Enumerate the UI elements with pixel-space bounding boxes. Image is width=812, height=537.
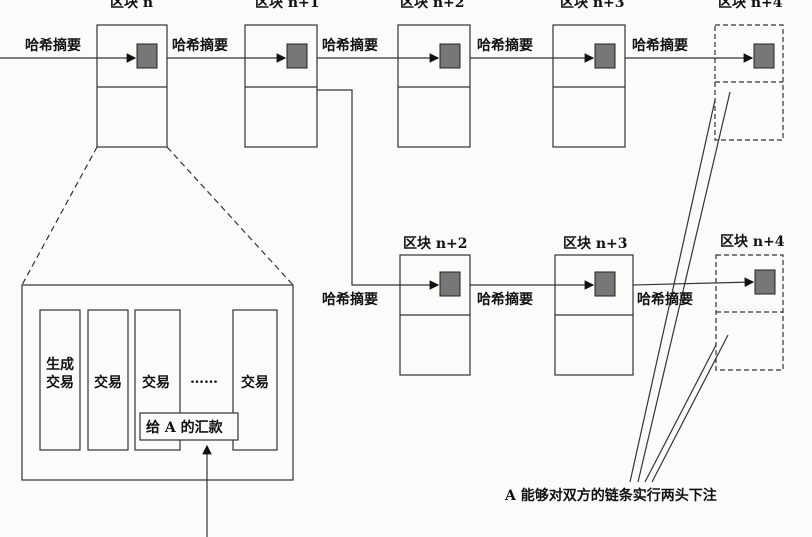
block-n3 (552, 24, 626, 148)
block-label: 区块 n+2 (403, 236, 468, 252)
hash-square (439, 43, 461, 69)
hash-label: 哈希摘要 (477, 291, 533, 308)
hash-square (594, 271, 616, 297)
hash-square (439, 271, 461, 297)
tx-label: 交易 (142, 374, 170, 391)
hash-label: 哈希摘要 (172, 37, 228, 54)
hash-square (286, 43, 308, 69)
double-spend-annotation: A 能够对双方的链条实行两头下注 (504, 487, 717, 504)
ellipsis: …… (190, 371, 218, 387)
block-label: 区块 n+3 (560, 0, 625, 11)
payment-to-a-label: 给 A 的汇款 (146, 419, 224, 436)
block-n (96, 24, 168, 148)
tx-label: 交易 (94, 374, 122, 391)
block-detail-box (21, 284, 294, 481)
hash-label: 哈希摘要 (632, 37, 688, 54)
block-label: 区块 n+4 (718, 0, 783, 11)
coinbase-label: 生成交易 (46, 357, 74, 391)
hash-square (136, 43, 158, 69)
block-label: 区块 n+2 (400, 0, 465, 11)
fork-link (317, 89, 440, 290)
hash-label: 哈希摘要 (322, 37, 378, 54)
hash-label: 哈希摘要 (25, 37, 81, 54)
hash-square (594, 43, 616, 69)
payment-to-a-box (139, 412, 239, 441)
hash-label: 哈希摘要 (477, 37, 533, 54)
block-label: 区块 n+4 (720, 234, 785, 250)
hash-label: 哈希摘要 (637, 291, 693, 308)
tx-label: 交易 (241, 374, 269, 391)
block-n1 (244, 24, 318, 148)
hash-square (753, 43, 775, 69)
block-label: 区块 n+1 (255, 0, 320, 11)
hash-link (632, 277, 755, 288)
block-label: 区块 n+3 (563, 236, 628, 252)
block-label: 区块 n (110, 0, 153, 11)
hash-label: 哈希摘要 (322, 291, 378, 308)
hash-square (754, 269, 776, 295)
block-n2 (397, 24, 471, 148)
